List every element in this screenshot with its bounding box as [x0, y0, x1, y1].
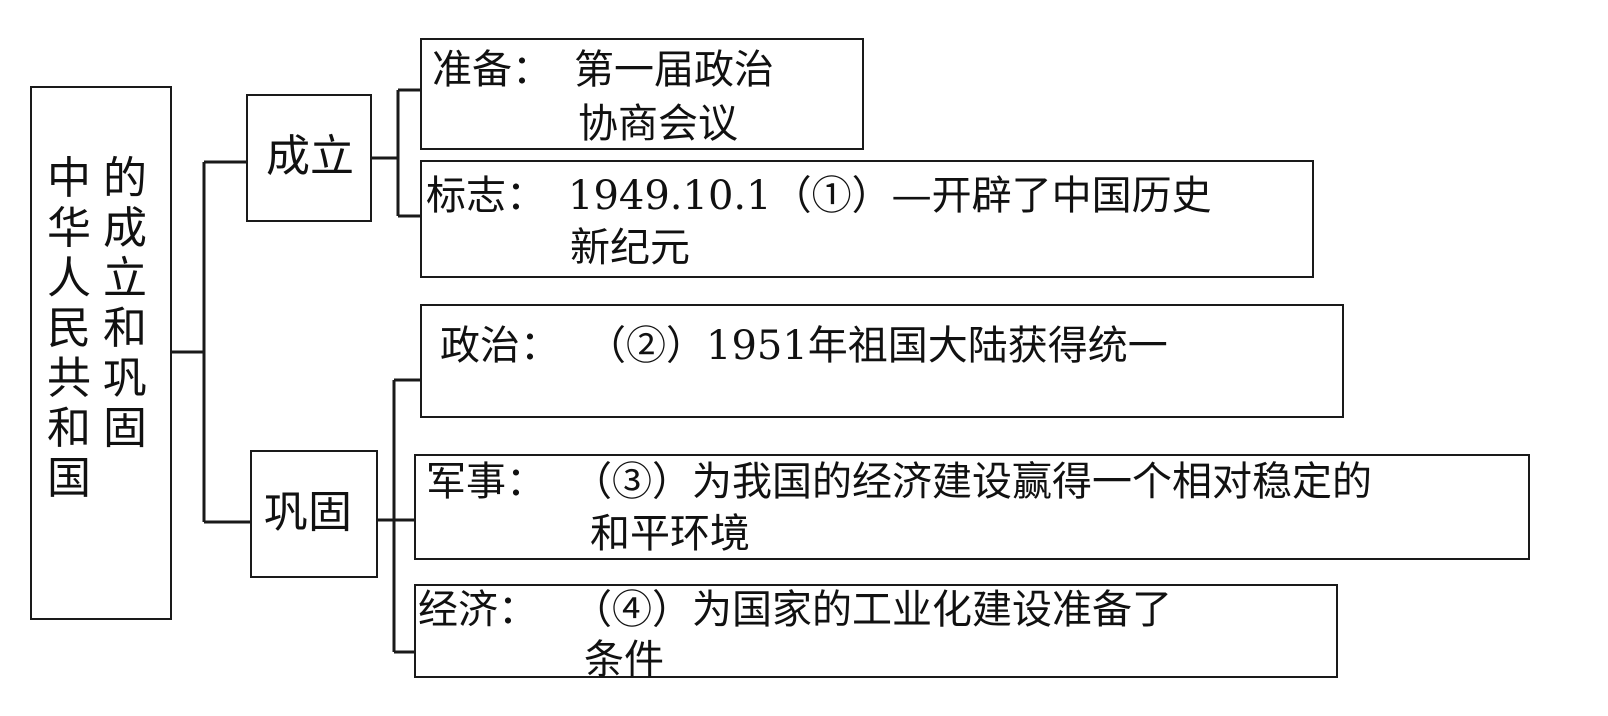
- leaf-line2-preparation: 协商会议: [578, 101, 738, 147]
- leaf-line1-politics: （②）1951年祖国大陆获得统一: [586, 323, 1168, 369]
- leaf-head-preparation: 准备：: [432, 47, 552, 93]
- leaf-line1-military: （③）为我国的经济建设赢得一个相对稳定的: [572, 459, 1372, 505]
- root-box: [30, 86, 172, 620]
- branch-label-establish: 成立: [266, 131, 354, 182]
- leaf-head-military: 军事：: [426, 459, 546, 505]
- leaf-line1-economy: （④）为国家的工业化建设准备了: [572, 587, 1172, 633]
- leaf-line2-economy: 条件: [584, 637, 664, 683]
- leaf-line1-symbol: 1949.10.1（①）—开辟了中国历史: [568, 173, 1212, 219]
- branch1-connector: [372, 88, 422, 218]
- leaf-line1-preparation: 第一届政治: [574, 47, 774, 93]
- leaf-box-politics: [420, 304, 1344, 418]
- branch2-connector: [378, 378, 420, 654]
- root-title-col2: 的 成 立 和 巩 固: [103, 153, 147, 454]
- branch-label-consolidate: 巩固: [264, 487, 352, 538]
- branch-box-establish: [246, 94, 372, 222]
- leaf-box-preparation: [420, 38, 864, 150]
- branch-box-consolidate: [250, 450, 378, 578]
- root-connector: [170, 160, 250, 524]
- leaf-box-economy: [414, 584, 1338, 678]
- leaf-line2-military: 和平环境: [590, 511, 750, 557]
- leaf-head-politics: 政治：: [440, 323, 560, 369]
- leaf-line2-symbol: 新纪元: [570, 225, 690, 271]
- leaf-box-symbol: [420, 160, 1314, 278]
- leaf-head-economy: 经济：: [418, 587, 538, 633]
- leaf-head-symbol: 标志：: [426, 173, 546, 219]
- root-title-col1: 中 华 人 民 共 和 国: [47, 153, 91, 504]
- leaf-box-military: [414, 454, 1530, 560]
